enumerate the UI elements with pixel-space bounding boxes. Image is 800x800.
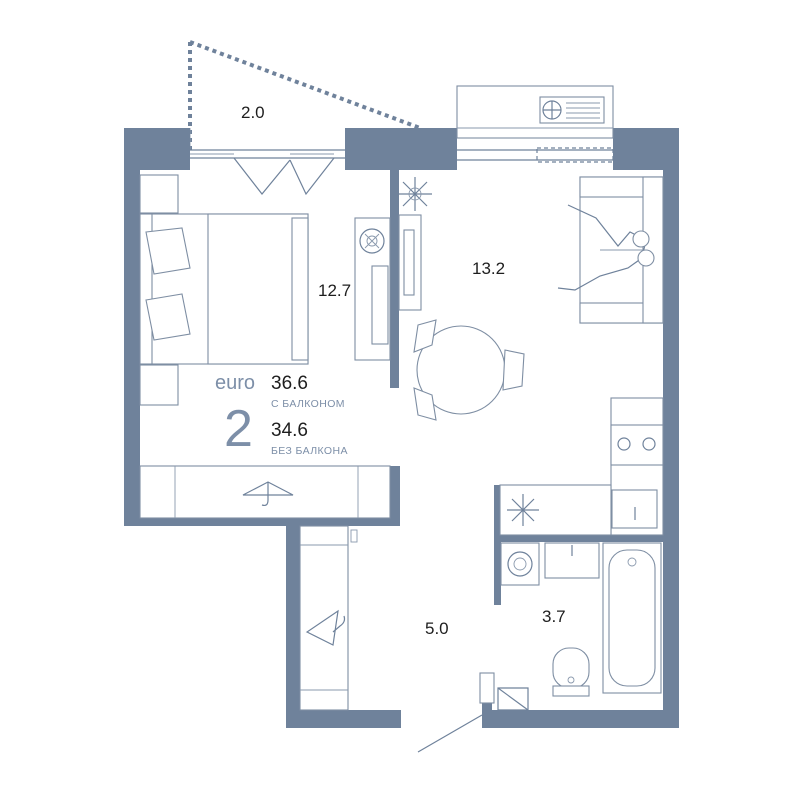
rooms-count: 2 <box>224 400 253 458</box>
wardrobe <box>139 465 391 519</box>
snowflake-icon <box>507 494 539 526</box>
stove <box>610 424 664 466</box>
ac-unit <box>456 85 614 139</box>
plant-icon <box>398 177 432 211</box>
washing-machine <box>500 542 540 586</box>
hanger-icon <box>305 609 346 646</box>
living-kitchen-area: 13.2 <box>472 259 505 278</box>
hallway: 5.0 <box>299 525 529 753</box>
toilet <box>552 647 590 697</box>
living-kitchen: 13.2 <box>398 176 664 536</box>
bathroom-area: 3.7 <box>542 607 566 626</box>
total-without-balcony: 34.6 <box>271 420 308 441</box>
bath-sink <box>544 542 600 579</box>
total-with-balcony: 36.6 <box>271 373 308 394</box>
sink <box>611 489 658 529</box>
hall-wardrobe <box>299 525 358 711</box>
sofa <box>557 176 664 324</box>
dining-table <box>413 319 525 421</box>
fan-icon <box>539 96 605 124</box>
living-tv <box>398 214 422 311</box>
bedroom: 12.7 <box>139 174 391 519</box>
windows <box>190 147 614 163</box>
flower-icon <box>359 228 385 254</box>
kitchen-counter <box>499 397 664 536</box>
apartment-badge: euro 2 36.6 С БАЛКОНОМ 34.6 БЕЗ БАЛКОНА <box>215 372 348 458</box>
bathroom: 3.7 <box>500 542 662 697</box>
walls <box>124 128 679 728</box>
entrance-door <box>417 672 529 753</box>
hanger-icon <box>242 481 294 507</box>
bathtub <box>602 542 662 694</box>
caption-without-balcony: БЕЗ БАЛКОНА <box>271 445 348 457</box>
balcony-doors <box>190 153 335 196</box>
tv-stand <box>354 217 391 361</box>
caption-with-balcony: С БАЛКОНОМ <box>271 398 345 410</box>
balcony-area: 2.0 <box>241 103 265 122</box>
bedroom-area: 12.7 <box>318 281 351 300</box>
bed <box>139 213 309 365</box>
euro-prefix: euro <box>215 372 255 394</box>
hallway-area: 5.0 <box>425 619 449 638</box>
